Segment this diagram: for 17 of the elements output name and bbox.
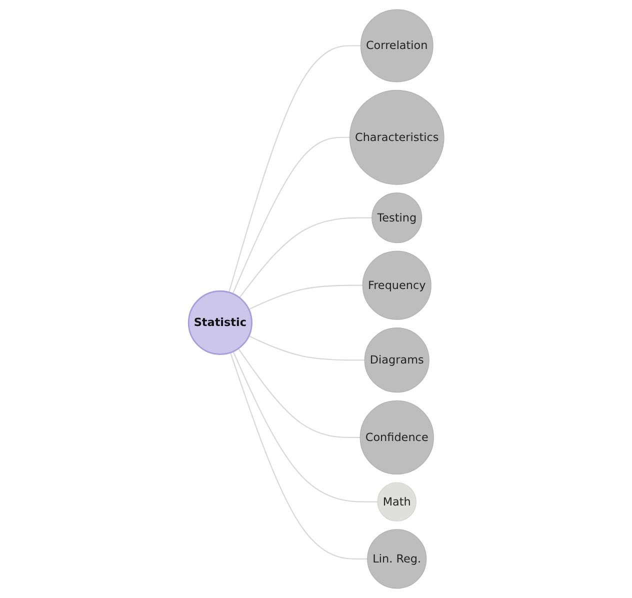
connector [232,136,350,294]
node-circle: Diagrams [364,328,430,393]
node-circle: Characteristics [349,90,444,185]
node-circle: Statistic [188,290,252,355]
node-circle: Frequency [362,250,432,320]
node-circle: Lin. Reg. [366,529,426,589]
node-circle: Math [376,482,416,522]
connector [228,45,360,293]
connector [230,352,368,560]
connector [248,336,364,361]
connector [238,217,372,298]
connector [248,284,362,310]
node-circle: Confidence [359,400,434,475]
node-circle: Correlation [360,9,434,82]
connector [238,348,360,438]
connector [232,351,378,502]
node-circle: Testing [371,192,422,244]
